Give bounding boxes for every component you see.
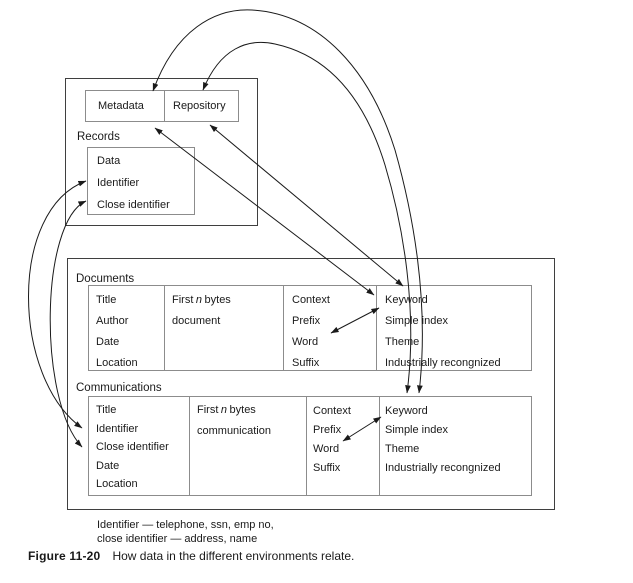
figure-number: Figure 11-20 <box>28 549 101 563</box>
table-row: Prefix <box>292 315 321 327</box>
table-row: Location <box>96 357 138 369</box>
records-rows: Data Identifier Close identifier <box>97 150 170 216</box>
figure-caption: Figure 11-20 How data in the different en… <box>28 549 354 564</box>
table-row: Industrially recongnized <box>385 462 501 474</box>
first-n-bytes-pre: First <box>197 404 219 416</box>
table-row: document <box>172 315 221 327</box>
table-row: Suffix <box>292 357 320 369</box>
first-n-bytes-n: n <box>195 294 203 306</box>
communications-col3: Context Prefix Word Suffix <box>313 402 351 478</box>
table-row: Location <box>96 478 138 490</box>
records-row-close-identifier: Close identifier <box>97 199 170 211</box>
table-row: Word <box>313 443 340 455</box>
table-row: Industrially recongnized <box>385 357 501 369</box>
documents-label: Documents <box>76 273 135 285</box>
documents-divider-3 <box>376 286 377 370</box>
table-row: Author <box>96 315 129 327</box>
communications-col1: Title Identifier Close identifier Date L… <box>96 401 169 494</box>
table-row: Title <box>96 404 117 416</box>
table-row: Context <box>313 405 351 417</box>
figure-caption-text: How data in the different environments r… <box>112 549 355 563</box>
table-row: Identifier <box>96 422 139 435</box>
communications-divider-1 <box>189 397 190 495</box>
table-row: Suffix <box>313 462 341 474</box>
table-row: Theme <box>385 336 420 348</box>
first-n-bytes-post: bytes <box>229 404 256 416</box>
table-row: Simple index <box>385 424 448 436</box>
records-row-data: Data <box>97 155 121 167</box>
table-row: Date <box>96 459 120 472</box>
table-row: Context <box>292 294 330 306</box>
documents-divider-2 <box>283 286 284 370</box>
communications-label: Communications <box>76 382 162 394</box>
repository-cell: Repository <box>173 100 226 112</box>
note-line-1: Identifier — telephone, ssn, emp no, <box>97 519 274 531</box>
documents-col4: Keyword Simple index Theme Industrially … <box>385 290 501 374</box>
first-n-bytes-post: bytes <box>204 294 231 306</box>
table-row: Keyword <box>385 405 428 417</box>
table-row: Title <box>96 294 117 306</box>
records-label: Records <box>77 131 120 143</box>
note-line-2: close identifier — address, name <box>97 533 258 545</box>
first-n-bytes-pre: First <box>172 294 194 306</box>
identifier-note: Identifier — telephone, ssn, emp no, clo… <box>97 518 274 546</box>
table-row: Date <box>96 336 120 348</box>
records-row-identifier: Identifier <box>97 177 140 189</box>
table-row: Close identifier <box>96 441 169 453</box>
table-row: Theme <box>385 443 420 455</box>
metadata-repository-table: Metadata Repository <box>85 90 239 122</box>
documents-col3: Context Prefix Word Suffix <box>292 290 330 374</box>
documents-divider-1 <box>164 286 165 370</box>
table-row: Prefix <box>313 424 342 436</box>
table-row: communication <box>197 425 271 437</box>
first-n-bytes-n: n <box>220 404 228 416</box>
table-row: Word <box>292 336 319 348</box>
documents-col1: Title Author Date Location <box>96 290 138 374</box>
communications-table <box>88 396 532 496</box>
table-row: Keyword <box>385 294 428 306</box>
metadata-cell: Metadata <box>98 100 144 112</box>
communications-divider-3 <box>379 397 380 495</box>
communications-col4: Keyword Simple index Theme Industrially … <box>385 402 501 478</box>
communications-divider-2 <box>306 397 307 495</box>
table-row: Simple index <box>385 315 448 327</box>
